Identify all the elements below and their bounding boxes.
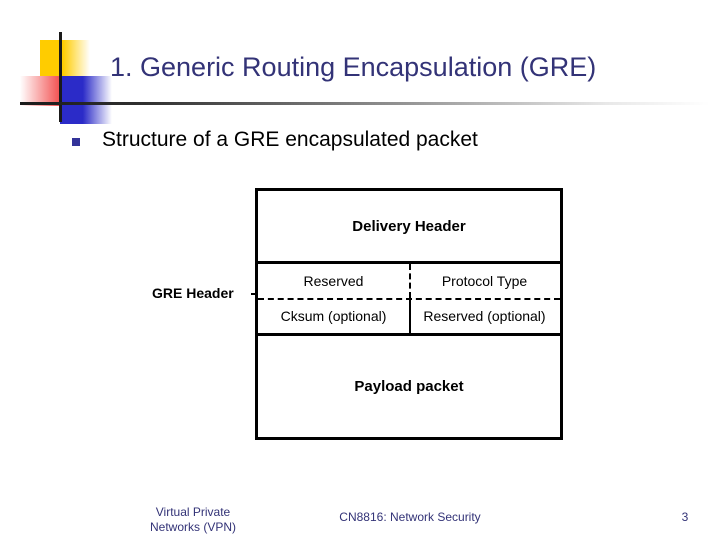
bullet-item-label: Structure of a GRE encapsulated packet [102, 128, 478, 151]
footer-page-number: 3 [681, 510, 689, 524]
footer-course-label: CN8816: Network Security [339, 510, 481, 524]
bullet-square-icon [72, 138, 80, 146]
packet-structure-diagram: Delivery Header Reserved Protocol Type C… [255, 188, 563, 440]
footer-left-line1: Virtual Private [155, 505, 231, 519]
vertical-rule [59, 32, 62, 122]
gre-cell-protocol-type: Protocol Type [441, 273, 528, 289]
bullet-list-item: Structure of a GRE encapsulated packet [72, 128, 478, 152]
page-title: 1. Generic Routing Encapsulation (GRE) [110, 52, 597, 82]
footer-left-line2: Networks (VPN) [149, 520, 236, 534]
payload-packet-label: Payload packet [354, 378, 464, 395]
gre-horizontal-dashed-divider [258, 298, 560, 300]
gre-cell-reserved: Reserved [303, 273, 364, 289]
delivery-header-row: Delivery Header [258, 191, 560, 264]
gre-cell-reserved-optional: Reserved (optional) [423, 308, 546, 324]
footer-left: Virtual Private Networks (VPN) [118, 505, 268, 535]
gre-cell-cksum-optional: Cksum (optional) [280, 308, 387, 324]
gre-vertical-solid-divider [409, 300, 411, 334]
gre-header-top-half: Reserved Protocol Type [258, 264, 560, 298]
horizontal-rule [20, 102, 710, 105]
gre-header-row: Reserved Protocol Type Cksum (optional) … [258, 264, 560, 336]
slide-decoration-logo [20, 30, 710, 125]
gre-vertical-dashed-divider [409, 264, 411, 298]
payload-packet-row: Payload packet [258, 336, 560, 437]
blue-square-icon [60, 76, 112, 124]
delivery-header-label: Delivery Header [352, 217, 466, 235]
gre-header-callout-label: GRE Header [152, 285, 234, 301]
gre-header-bottom-half: Cksum (optional) Reserved (optional) [258, 299, 560, 333]
